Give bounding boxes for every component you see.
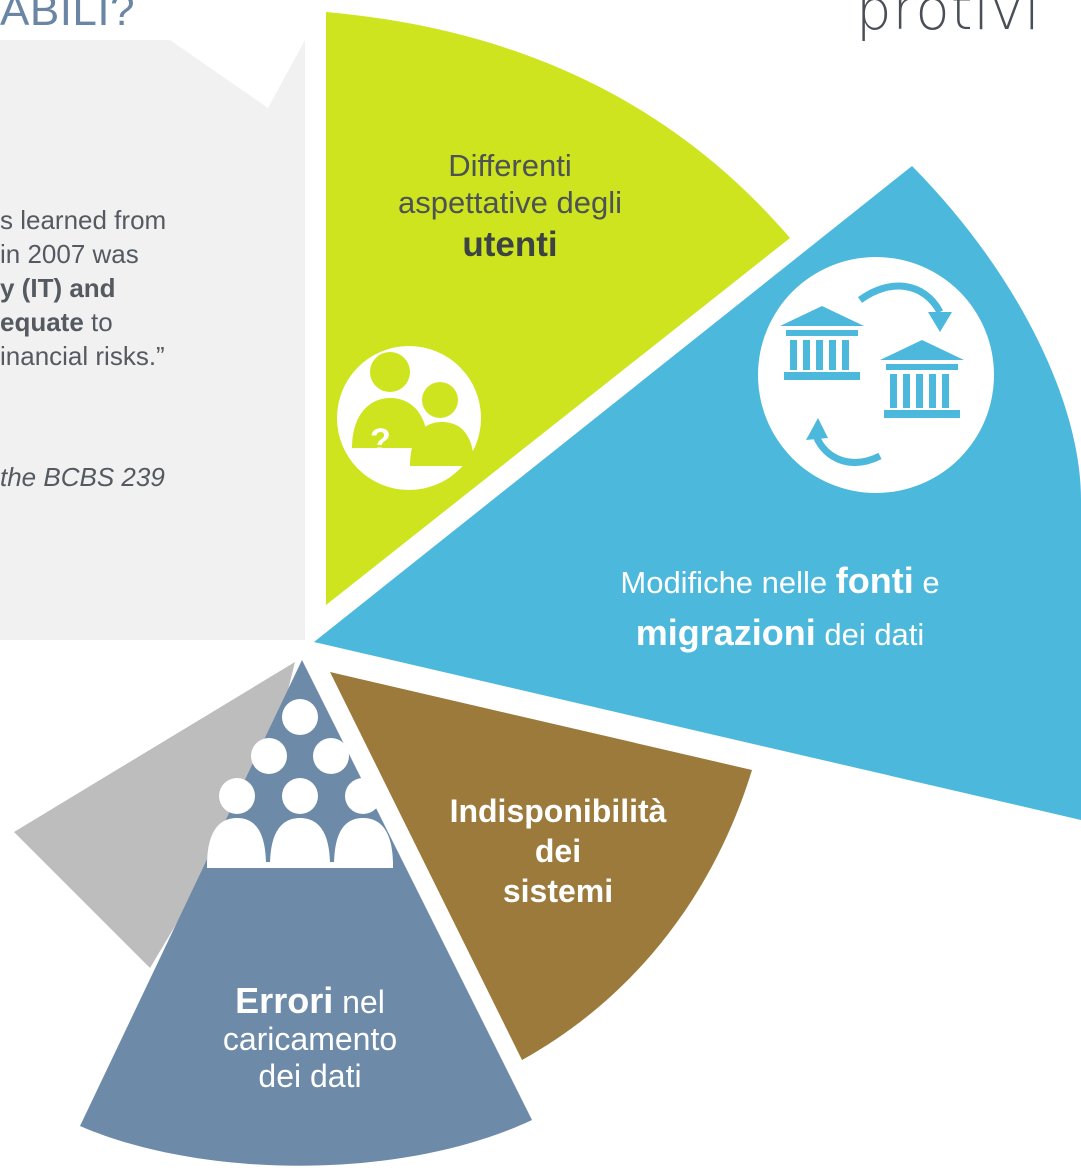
quote-text: s learned from in 2007 was y (IT) and eq… <box>0 203 300 373</box>
segment-systems <box>330 672 752 1060</box>
quote-line-4: equate to <box>0 307 113 337</box>
errors-line-3: dei dati <box>258 1058 362 1094</box>
users-line-2: aspettative degli <box>397 185 623 220</box>
heading-right-fragment: protivi <box>856 0 1041 43</box>
users-bold: utenti <box>462 225 558 264</box>
quote-line-1: s learned from <box>0 205 167 235</box>
errors-line-2: caricamento <box>222 1021 398 1057</box>
svg-text:?: ? <box>370 422 391 460</box>
quote-citation: the BCBS 239 <box>0 462 165 492</box>
heading-left-fragment: ABILI? <box>0 0 136 35</box>
segment-errors-label: Errori nel caricamento dei dati <box>160 982 460 1095</box>
segment-errors <box>80 660 532 1166</box>
segment-sources-label: Modifiche nelle fonti e migrazioni dei d… <box>520 556 1040 660</box>
quote-line-2: in 2007 was <box>0 239 139 269</box>
people-group-icon <box>207 699 393 868</box>
systems-line-1: Indisponibilità <box>449 793 667 829</box>
sources-line-2: migrazioni dei dati <box>635 612 925 653</box>
users-line-1: Differenti <box>448 148 572 183</box>
quote-line-3: y (IT) and <box>0 273 116 303</box>
sources-line-1: Modifiche nelle fonti e <box>620 560 940 601</box>
segment-grey-light <box>0 40 305 640</box>
bank-sync-icon <box>758 257 994 493</box>
segment-grey-mid <box>14 662 295 968</box>
users-question-icon: ? <box>337 346 481 490</box>
quote-line-5: inancial risks.” <box>0 341 165 371</box>
systems-line-2: dei <box>534 833 582 869</box>
segment-systems-label: Indisponibilità dei sistemi <box>408 791 708 911</box>
segment-users-label: Differenti aspettative degli utenti <box>340 147 680 269</box>
errors-line-1: Errori nel <box>235 980 385 1021</box>
systems-line-3: sistemi <box>502 873 614 909</box>
